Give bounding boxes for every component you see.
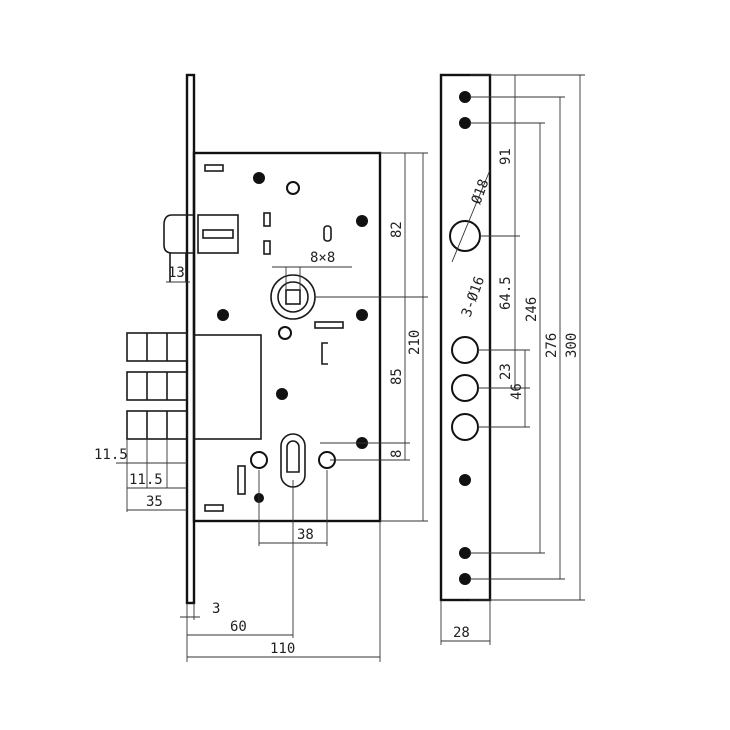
latch-housing	[197, 214, 239, 254]
bolt-hole	[451, 374, 479, 402]
dim-label-11-5-b: 11.5	[129, 472, 163, 488]
screw-hole	[250, 451, 268, 469]
bolt-hole	[451, 413, 479, 441]
dim-label-3: 3	[212, 601, 220, 617]
slot	[263, 240, 271, 255]
deadbolt-block	[193, 334, 262, 440]
dim-label-91: 91	[498, 148, 514, 165]
dim-label-82: 82	[389, 221, 405, 238]
strike-screw-hole	[459, 474, 471, 486]
slot	[237, 465, 246, 495]
cylinder-cutout	[280, 433, 306, 488]
rivet-hole	[356, 309, 368, 321]
dim-label-3xd16: 3-Ø16	[459, 274, 488, 319]
dim-label-38: 38	[297, 527, 314, 543]
spindle-square	[285, 289, 301, 305]
dim-label-8x8: 8×8	[310, 250, 335, 266]
dim-label-64-5: 64.5	[498, 276, 514, 310]
strike-screw-hole	[459, 573, 471, 585]
dim-label-246: 246	[524, 297, 540, 322]
deadbolt-pins	[126, 332, 188, 440]
dim-label-85: 85	[389, 368, 405, 385]
cylinder-inner	[286, 440, 300, 473]
rivet-hole	[356, 215, 368, 227]
strike-screw-hole	[459, 117, 471, 129]
body-label-bottom	[204, 504, 224, 512]
latch-tongue	[202, 229, 234, 239]
slot-horizontal	[314, 321, 344, 329]
dim-label-11-5-a: 11.5	[94, 447, 128, 463]
body-label-top	[204, 164, 224, 172]
dim-label-35: 35	[146, 494, 163, 510]
slot	[323, 225, 332, 242]
dim-label-60: 60	[230, 619, 247, 635]
dim-label-13: 13	[168, 265, 185, 281]
rivet-hole	[217, 309, 229, 321]
rivet-hole	[278, 326, 292, 340]
dim-label-46: 46	[509, 383, 525, 400]
spring-mark	[321, 342, 328, 365]
latch-hole	[449, 220, 481, 252]
dim-label-276: 276	[544, 333, 560, 358]
rivet-hole	[286, 181, 300, 195]
dim-label-8: 8	[389, 450, 405, 458]
strike-screw-hole	[459, 547, 471, 559]
rivet-hole	[276, 388, 288, 400]
dimension-lines	[116, 152, 428, 662]
dim-label-300: 300	[564, 333, 580, 358]
rivet-hole	[253, 172, 265, 184]
dim-label-23: 23	[498, 363, 514, 380]
follower-inner	[277, 281, 309, 313]
dim-label-210: 210	[407, 330, 423, 355]
strike-screw-hole	[459, 91, 471, 103]
slot	[263, 212, 271, 227]
strike-plate	[439, 73, 492, 602]
dim-label-28: 28	[453, 625, 470, 641]
strike-dimension-lines	[440, 74, 585, 645]
latch-bolt	[163, 214, 194, 254]
bolt-hole	[451, 336, 479, 364]
dim-label-110: 110	[270, 641, 295, 657]
